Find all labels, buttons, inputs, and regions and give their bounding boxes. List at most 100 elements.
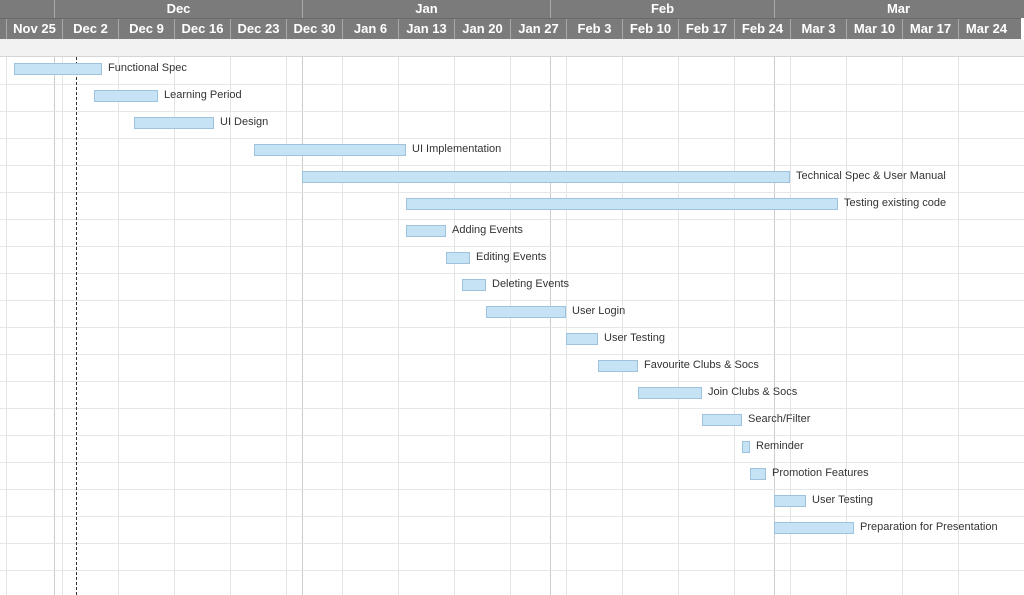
task-label: UI Design bbox=[220, 116, 269, 128]
week-gridline bbox=[6, 57, 7, 595]
week-header-cell: Jan 27 bbox=[510, 19, 566, 39]
week-header-cell: Dec 9 bbox=[118, 19, 174, 39]
week-gridline bbox=[230, 57, 231, 595]
row-gridline bbox=[0, 273, 1024, 274]
task-bar[interactable] bbox=[638, 387, 702, 399]
today-marker-line bbox=[76, 57, 77, 595]
week-gridline bbox=[678, 57, 679, 595]
task-label: Learning Period bbox=[164, 89, 242, 101]
task-label: Testing existing code bbox=[844, 197, 947, 209]
task-label: User Login bbox=[572, 305, 626, 317]
task-label: User Testing bbox=[812, 494, 873, 506]
row-gridline bbox=[0, 408, 1024, 409]
week-gridline bbox=[342, 57, 343, 595]
task-bar[interactable] bbox=[446, 252, 470, 264]
task-label: Editing Events bbox=[476, 251, 547, 263]
task-bar[interactable] bbox=[134, 117, 214, 129]
task-label: Functional Spec bbox=[108, 62, 187, 74]
row-gridline bbox=[0, 516, 1024, 517]
task-bar[interactable] bbox=[14, 63, 102, 75]
week-header-cell: Feb 10 bbox=[622, 19, 678, 39]
task-bar[interactable] bbox=[406, 198, 838, 210]
row-gridline bbox=[0, 327, 1024, 328]
week-header-cell: Mar 10 bbox=[846, 19, 902, 39]
task-label: Reminder bbox=[756, 440, 804, 452]
row-gridline bbox=[0, 165, 1024, 166]
row-gridline bbox=[0, 435, 1024, 436]
task-bar[interactable] bbox=[702, 414, 742, 426]
row-gridline bbox=[0, 354, 1024, 355]
task-bar[interactable] bbox=[774, 495, 806, 507]
task-label: Deleting Events bbox=[492, 278, 570, 290]
week-header-cell: Dec 2 bbox=[62, 19, 118, 39]
month-gridline bbox=[302, 57, 303, 595]
month-gridline bbox=[774, 57, 775, 595]
week-header-cell: Feb 17 bbox=[678, 19, 734, 39]
week-gridline bbox=[62, 57, 63, 595]
week-header-cell: Dec 30 bbox=[286, 19, 342, 39]
week-gridline bbox=[174, 57, 175, 595]
month-header-cell: Mar bbox=[774, 0, 1022, 18]
week-gridline bbox=[622, 57, 623, 595]
week-header-cell: Dec 16 bbox=[174, 19, 230, 39]
week-gridline bbox=[286, 57, 287, 595]
row-gridline bbox=[0, 111, 1024, 112]
week-gridline bbox=[958, 57, 959, 595]
scrollbar-edge bbox=[1021, 18, 1024, 40]
week-header-cell: Jan 13 bbox=[398, 19, 454, 39]
task-label: User Testing bbox=[604, 332, 665, 344]
row-gridline bbox=[0, 489, 1024, 490]
week-header-cell: Jan 20 bbox=[454, 19, 510, 39]
row-gridline bbox=[0, 84, 1024, 85]
week-gridline bbox=[510, 57, 511, 595]
row-gridline bbox=[0, 246, 1024, 247]
task-label: Adding Events bbox=[452, 224, 523, 236]
week-header-cell: Dec 23 bbox=[230, 19, 286, 39]
week-header-cell: Mar 24 bbox=[958, 19, 1014, 39]
task-label: UI Implementation bbox=[412, 143, 502, 155]
week-header-cell: Feb 3 bbox=[566, 19, 622, 39]
task-label: Favourite Clubs & Socs bbox=[644, 359, 759, 371]
week-gridline bbox=[790, 57, 791, 595]
month-header-cell: Dec bbox=[54, 0, 302, 18]
task-bar[interactable] bbox=[750, 468, 766, 480]
task-bar[interactable] bbox=[302, 171, 790, 183]
week-header-cell: Feb 24 bbox=[734, 19, 790, 39]
week-gridline bbox=[118, 57, 119, 595]
row-gridline bbox=[0, 219, 1024, 220]
row-gridline bbox=[0, 570, 1024, 571]
task-label: Preparation for Presentation bbox=[860, 521, 998, 533]
week-header-cell: Jan 6 bbox=[342, 19, 398, 39]
task-bar[interactable] bbox=[566, 333, 598, 345]
task-bar[interactable] bbox=[254, 144, 406, 156]
week-gridline bbox=[398, 57, 399, 595]
month-header-cell: Feb bbox=[550, 0, 774, 18]
week-gridline bbox=[846, 57, 847, 595]
row-gridline bbox=[0, 192, 1024, 193]
week-gridline bbox=[454, 57, 455, 595]
row-gridline bbox=[0, 300, 1024, 301]
task-bar[interactable] bbox=[742, 441, 750, 453]
task-label: Promotion Features bbox=[772, 467, 869, 479]
header-spacer-row bbox=[0, 39, 1024, 57]
task-label: Join Clubs & Socs bbox=[708, 386, 798, 398]
month-gridline bbox=[550, 57, 551, 595]
month-gridline bbox=[54, 57, 55, 595]
row-gridline bbox=[0, 543, 1024, 544]
week-gridline bbox=[734, 57, 735, 595]
task-label: Search/Filter bbox=[748, 413, 811, 425]
task-bar[interactable] bbox=[486, 306, 566, 318]
task-bar[interactable] bbox=[774, 522, 854, 534]
task-bar[interactable] bbox=[462, 279, 486, 291]
task-bar[interactable] bbox=[598, 360, 638, 372]
month-header-cell: Jan bbox=[302, 0, 550, 18]
week-header-cell: Mar 3 bbox=[790, 19, 846, 39]
task-bar[interactable] bbox=[406, 225, 446, 237]
week-header-cell: Mar 17 bbox=[902, 19, 958, 39]
task-bar[interactable] bbox=[94, 90, 158, 102]
week-header-cell: Nov 25 bbox=[6, 19, 62, 39]
week-gridline bbox=[902, 57, 903, 595]
